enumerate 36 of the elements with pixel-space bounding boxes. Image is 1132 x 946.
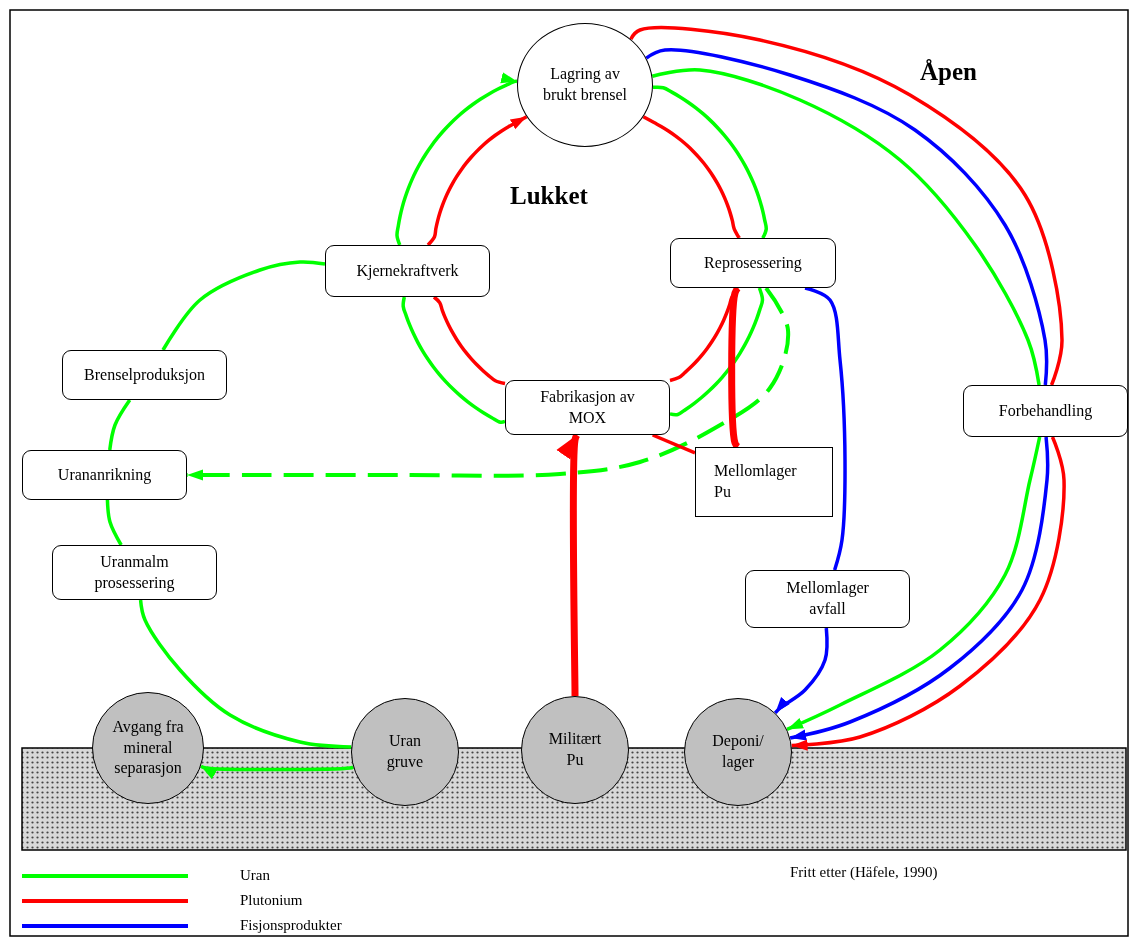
process-box: Reprosessering <box>670 238 836 288</box>
site-circle: Militært Pu <box>521 696 629 804</box>
process-box: Brenselproduksjon <box>62 350 227 400</box>
flow-arrow <box>200 764 354 780</box>
process-box: Kjernekraftverk <box>325 245 490 297</box>
flow-line <box>161 260 326 351</box>
flow-line <box>432 295 506 386</box>
process-box: Fabrikasjon av MOX <box>505 380 670 435</box>
legend-label: Plutonium <box>240 892 303 909</box>
site-circle: Avgang fra mineral separasjon <box>92 692 204 804</box>
flow-line <box>138 599 352 749</box>
flow-line <box>401 296 506 424</box>
flow-line <box>108 399 132 451</box>
section-title: Åpen <box>920 58 977 86</box>
flow-line <box>652 85 768 239</box>
source-note: Fritt etter (Häfele, 1990) <box>790 864 939 881</box>
process-box: Mellomlager avfall <box>745 570 910 628</box>
process-box: Urananrikning <box>22 450 187 500</box>
flow-arrow <box>426 115 528 247</box>
section-title: Lukket <box>510 182 588 210</box>
flow-arrow <box>773 627 829 715</box>
flow-line <box>642 115 741 239</box>
process-box: Uranmalm prosessering <box>52 545 217 600</box>
legend-label: Fisjonsprodukter <box>240 917 342 934</box>
process-box: Forbehandling <box>963 385 1128 437</box>
storage-box: Mellomlager Pu <box>695 447 833 517</box>
storage-ellipse: Lagring av brukt brensel <box>517 23 653 147</box>
flow-line <box>105 499 123 546</box>
dashed-arrow <box>187 286 791 481</box>
flow-line <box>651 433 696 455</box>
flow-arrow <box>395 72 518 246</box>
site-circle: Uran gruve <box>351 698 459 806</box>
flow-arrow <box>556 433 581 697</box>
legend-label: Uran <box>240 867 270 884</box>
flow-line <box>669 287 765 417</box>
flow-line <box>804 286 847 571</box>
